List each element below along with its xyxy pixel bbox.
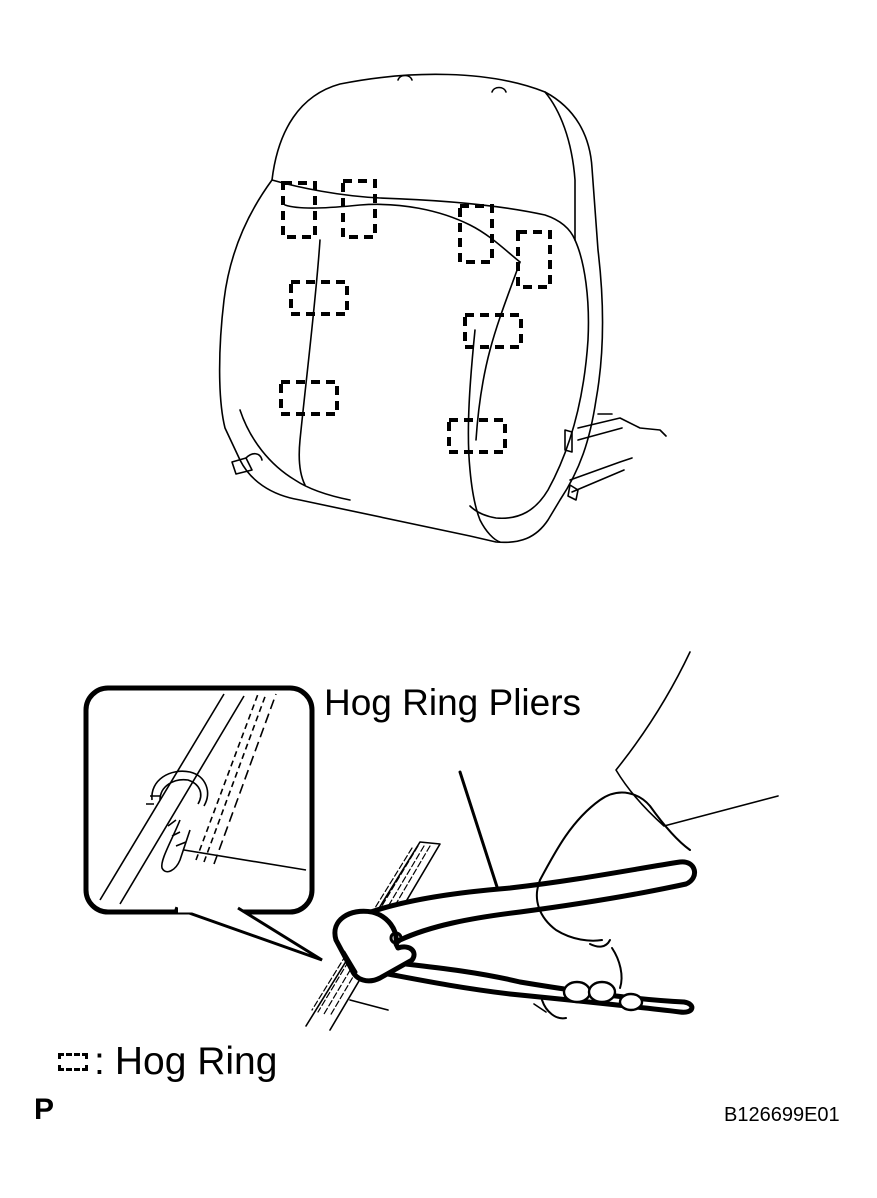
hog-ring-marker: [458, 204, 494, 264]
hog-ring-markers: [279, 179, 552, 454]
detail-inset: [83, 685, 323, 962]
hog-ring-pliers-label: Hog Ring Pliers: [324, 682, 582, 723]
hog-ring-marker: [341, 179, 377, 239]
legend-text: Hog Ring: [114, 1040, 278, 1083]
hand-fingers: [562, 980, 644, 1012]
page-letter: P: [34, 1093, 55, 1126]
hog-ring-marker: [516, 230, 552, 289]
legend-separator: :: [94, 1040, 105, 1083]
seat-back-drawing: [218, 73, 667, 544]
hog-ring-marker: [279, 380, 339, 416]
legend: :Hog Ring: [58, 1040, 277, 1084]
figure-id: B126699E01: [724, 1104, 840, 1126]
pliers-and-hand: [305, 651, 779, 1031]
hog-ring-marker: [281, 181, 317, 239]
hog-ring-marker: [289, 280, 349, 316]
dashed-rectangle-icon: [58, 1053, 88, 1071]
